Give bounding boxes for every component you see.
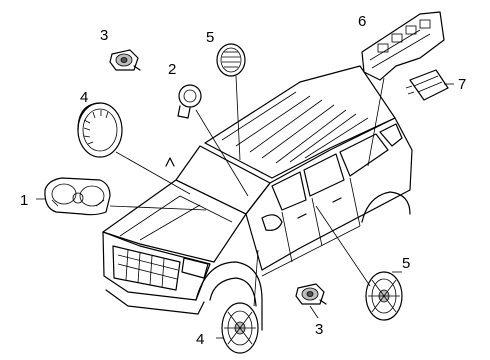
callout-labels: 1 2 3 3 4 4 5 5 6 7 — [20, 13, 466, 348]
callout-2: 2 — [168, 61, 176, 78]
callout-5-top: 5 — [206, 29, 214, 46]
speaker-part-4-bottom — [221, 302, 259, 354]
vehicle-outline — [102, 65, 413, 331]
microphone-part — [177, 84, 202, 119]
callout-5-bottom: 5 — [402, 255, 410, 272]
sensor-part-top — [109, 49, 141, 71]
speaker-part-5-bottom — [365, 271, 403, 321]
callout-3-bottom: 3 — [315, 321, 323, 338]
speaker-part-4-top — [77, 102, 123, 158]
callout-4-bottom: 4 — [196, 331, 204, 348]
callout-3-top: 3 — [100, 27, 108, 44]
control-module-part — [405, 69, 449, 101]
instrument-cluster-part — [44, 177, 111, 216]
callout-1: 1 — [20, 192, 28, 209]
leader-lines — [36, 75, 454, 339]
amplifier-bracket-part — [361, 11, 445, 81]
callout-6: 6 — [358, 13, 366, 30]
sensor-part-bottom — [295, 283, 327, 305]
callout-7: 7 — [458, 76, 466, 93]
callout-4-top: 4 — [80, 89, 88, 106]
speaker-part-5-top — [216, 43, 246, 77]
